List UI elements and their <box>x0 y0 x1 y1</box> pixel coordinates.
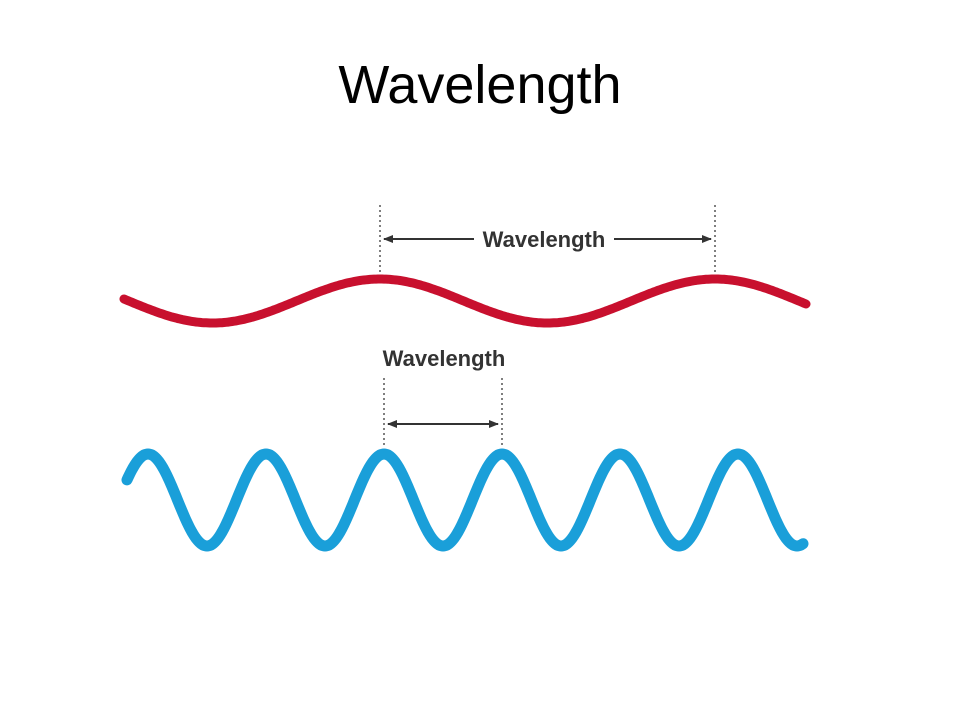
long-wave <box>119 274 811 328</box>
short-wave-annotation: Wavelength <box>383 346 506 448</box>
slide-title: Wavelength <box>338 55 622 115</box>
long-wave-label: Wavelength <box>483 227 606 252</box>
short-wave <box>121 448 809 552</box>
long-wave-annotation: Wavelength <box>379 205 716 272</box>
short-wave-label: Wavelength <box>383 346 506 371</box>
